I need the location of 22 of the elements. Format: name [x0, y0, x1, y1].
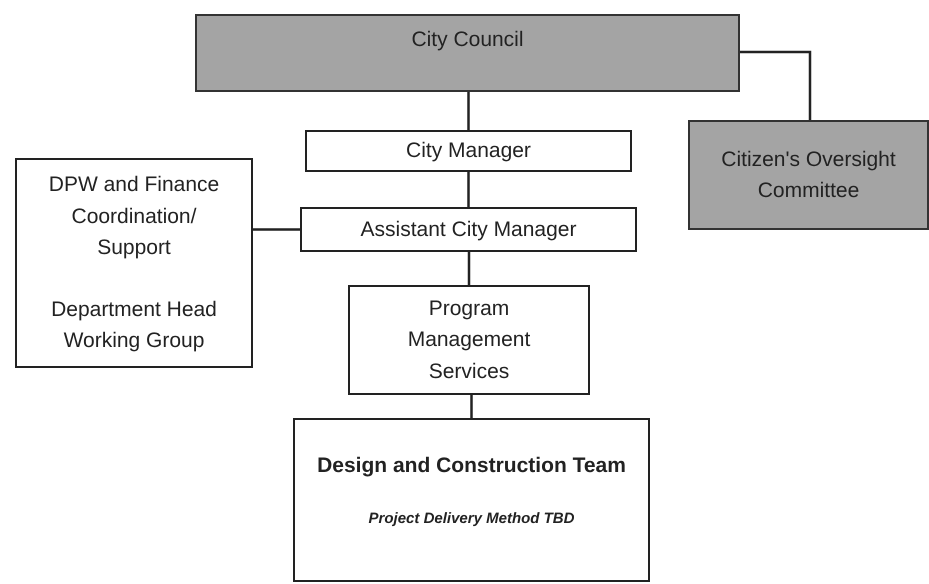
- node-label: City Manager: [406, 138, 531, 164]
- connector-line: [468, 252, 470, 285]
- node-label: Citizen's Oversight Committee: [720, 146, 897, 204]
- node-label: City Council: [411, 27, 524, 53]
- node-note: Department Head Working Group: [50, 296, 218, 354]
- node-label: Program Management Services: [406, 296, 532, 385]
- assistant-manager-box: [300, 207, 637, 252]
- team-title: Design and Construction Team: [317, 453, 626, 479]
- connector-line: [467, 172, 470, 207]
- team-note: Project Delivery Method TBD: [368, 508, 574, 528]
- connector-line: [740, 50, 812, 120]
- team-box: [293, 418, 650, 582]
- connector-line: [253, 228, 300, 231]
- connector-line: [470, 395, 473, 418]
- node-label: Assistant City Manager: [360, 216, 576, 243]
- council-box: [195, 14, 740, 92]
- node-label: DPW and Finance Coordination/ Support: [48, 172, 220, 262]
- connector-line: [467, 92, 470, 130]
- manager-box: [305, 130, 632, 172]
- committee-box: [688, 120, 929, 230]
- support-box: [15, 158, 253, 368]
- program-box: [348, 285, 590, 395]
